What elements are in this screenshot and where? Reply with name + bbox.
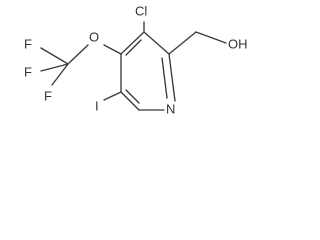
bond-c2-c3 — [143, 31, 170, 55]
atom-label-cl: Cl — [135, 3, 147, 18]
bond-c5-c6-inner — [125, 89, 140, 104]
bond-cf3-f-bot — [51, 63, 69, 86]
bonds — [40, 21, 227, 111]
atom-label-i: I — [95, 98, 99, 113]
atom-label-oh: OH — [228, 36, 248, 51]
bond-c2-ch2 — [168, 31, 197, 55]
atom-label-f-mid: F — [24, 64, 32, 79]
bond-cf3-f-top — [40, 47, 69, 65]
bond-o-cf3 — [67, 44, 89, 65]
atom-label-f-bot: F — [44, 88, 52, 103]
bond-c3-c4-inner — [125, 39, 142, 56]
atom-label-o-ether: O — [89, 29, 99, 44]
atom-label-f-top: F — [24, 36, 32, 51]
bond-c4-o — [103, 44, 122, 55]
atom-label-n: N — [166, 101, 175, 116]
bond-n-c2-inner — [161, 57, 168, 99]
bond-ch2-oh — [195, 31, 227, 44]
bond-n-c2 — [168, 53, 176, 102]
bond-c5-c6 — [120, 91, 140, 111]
bond-cf3-f-mid — [40, 63, 69, 72]
bond-c3-c4 — [120, 31, 145, 55]
atom-labels: F F F O Cl OH N I — [24, 3, 248, 116]
bond-c5-i — [103, 91, 122, 101]
chemical-structure: F F F O Cl OH N I — [24, 3, 248, 116]
